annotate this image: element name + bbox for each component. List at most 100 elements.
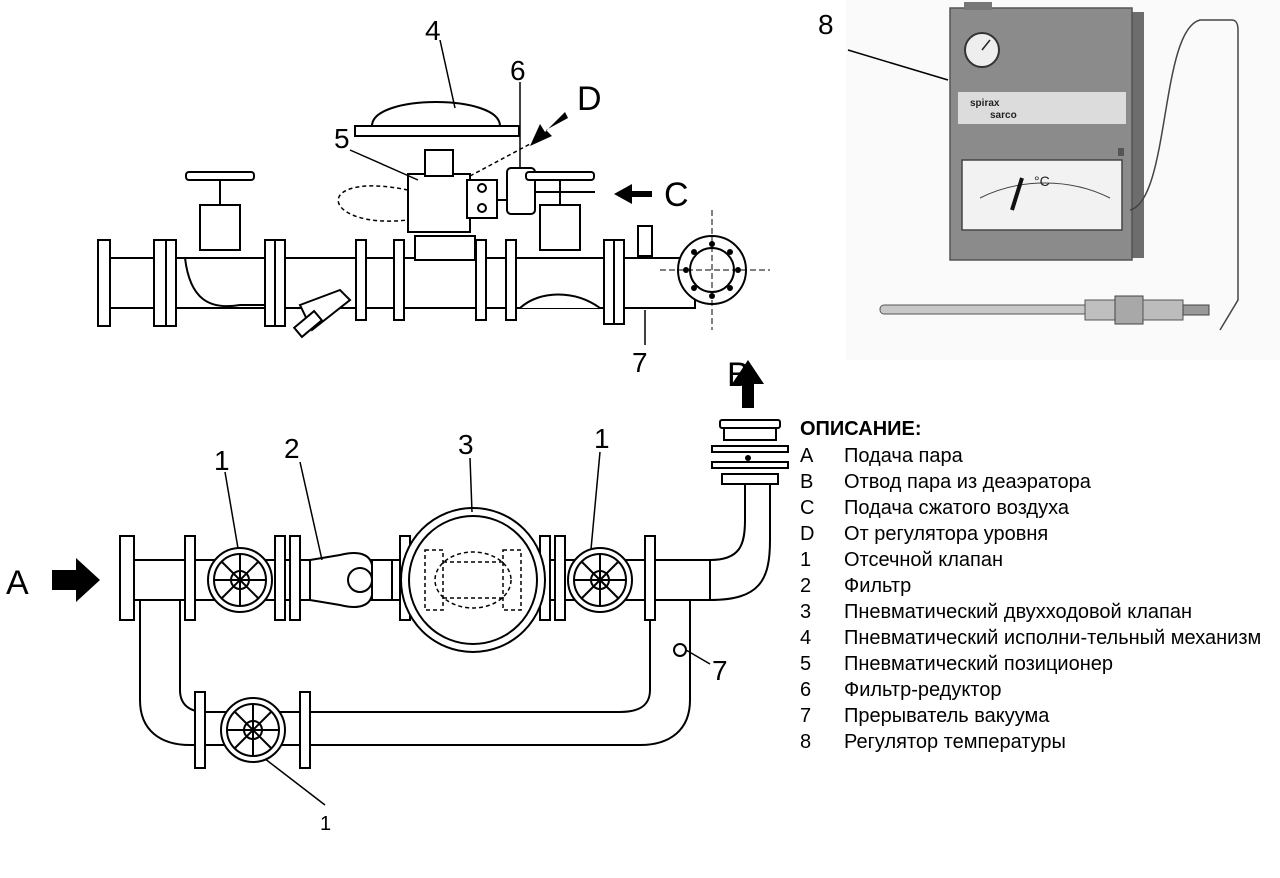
legend-code: C bbox=[800, 497, 815, 519]
callout-8: 8 bbox=[818, 9, 834, 40]
callout-7-side: 7 bbox=[632, 347, 648, 378]
legend-text: Подача сжатого воздуха bbox=[844, 497, 1069, 519]
valve-body-side bbox=[414, 235, 476, 261]
arrow-d bbox=[530, 112, 568, 146]
right-handwheel bbox=[525, 171, 595, 181]
plan-view bbox=[119, 419, 789, 806]
valve-yoke bbox=[407, 173, 471, 233]
side-flange bbox=[274, 239, 286, 327]
callout-c: C bbox=[664, 176, 689, 214]
callout-1-bottom: 1 bbox=[320, 813, 331, 835]
dial-unit: °C bbox=[1034, 173, 1050, 189]
actuator-flange bbox=[354, 125, 520, 137]
side-flange bbox=[603, 239, 615, 325]
callout-1-right: 1 bbox=[594, 423, 610, 454]
side-flange bbox=[97, 239, 111, 327]
side-flange bbox=[505, 239, 517, 321]
callout-5: 5 bbox=[334, 123, 350, 154]
side-view bbox=[97, 39, 770, 345]
legend-code: 3 bbox=[800, 601, 812, 623]
temperature-controller: spirax sarco °C bbox=[949, 2, 1144, 261]
legend-text: От регулятора уровня bbox=[844, 523, 1049, 545]
strainer-branch bbox=[292, 288, 352, 339]
brand-top: spirax bbox=[970, 98, 1000, 109]
legend-text: Фильтр bbox=[844, 575, 912, 597]
outlet-flange bbox=[719, 419, 781, 429]
legend-code: A bbox=[800, 445, 814, 467]
legend-item: 5 Пневматический позиционер bbox=[800, 653, 1270, 675]
callout-a: A bbox=[6, 564, 29, 602]
legend-code: 8 bbox=[800, 731, 812, 753]
legend-item: 2 Фильтр bbox=[800, 575, 1270, 597]
callout-d: D bbox=[577, 80, 602, 118]
capillary-tube bbox=[1129, 19, 1239, 331]
legend-text: Фильтр-редуктор bbox=[844, 679, 1002, 701]
leader-8 bbox=[847, 49, 949, 81]
arrow-b bbox=[732, 360, 764, 408]
strainer-plan bbox=[309, 552, 373, 608]
actuator-stem bbox=[424, 149, 454, 177]
callout-b: B bbox=[727, 356, 750, 394]
arrow-a bbox=[52, 558, 100, 602]
legend-code: B bbox=[800, 471, 814, 493]
outlet-flange bbox=[711, 461, 789, 469]
arrow-c bbox=[614, 184, 652, 204]
shutoff-valve-wheel bbox=[220, 697, 286, 763]
brand-bottom: sarco bbox=[990, 110, 1017, 121]
actuator-dome bbox=[370, 101, 502, 127]
side-flange bbox=[393, 239, 405, 321]
side-flange bbox=[264, 239, 276, 327]
callout-4: 4 bbox=[425, 15, 441, 46]
left-handwheel bbox=[185, 171, 255, 181]
vacuum-breaker-plan bbox=[673, 643, 687, 657]
legend-item: 3 Пневматический двухходовой клапан bbox=[800, 601, 1270, 623]
side-flange bbox=[355, 239, 367, 321]
controller-shadow-side bbox=[1130, 12, 1144, 258]
legend-code: 1 bbox=[800, 549, 812, 571]
legend-code: 6 bbox=[800, 679, 812, 701]
bypass-flange bbox=[299, 691, 311, 769]
air-line bbox=[337, 185, 409, 222]
legend-text: Пневматический исполни-тельный механизм bbox=[844, 627, 1262, 649]
legend-code: 2 bbox=[800, 575, 812, 597]
outlet-elbow bbox=[709, 480, 771, 601]
legend-code: 4 bbox=[800, 627, 812, 649]
plan-flange bbox=[289, 535, 301, 621]
brand-plate bbox=[958, 92, 1126, 124]
legend-item: 6 Фильтр-редуктор bbox=[800, 679, 1270, 701]
legend-text: Отсечной клапан bbox=[844, 549, 1004, 571]
outlet-flange bbox=[721, 473, 779, 485]
plan-flange bbox=[274, 535, 286, 621]
side-flange bbox=[613, 239, 625, 325]
plan-flange bbox=[644, 535, 656, 621]
legend-item: 1 Отсечной клапан bbox=[800, 549, 1270, 571]
side-flange bbox=[165, 239, 177, 327]
legend-code: 5 bbox=[800, 653, 812, 675]
outlet-flange bbox=[711, 445, 789, 453]
bypass-flange bbox=[194, 691, 206, 769]
callout-6: 6 bbox=[510, 55, 526, 86]
temperature-dial bbox=[961, 159, 1123, 231]
legend-text: Прерыватель вакуума bbox=[844, 705, 1050, 727]
legend-code: 7 bbox=[800, 705, 812, 727]
legend-text: Пневматический двухходовой клапан bbox=[844, 601, 1193, 623]
vacuum-breaker-side bbox=[637, 225, 653, 257]
legend-title: ОПИСАНИЕ: bbox=[800, 418, 922, 440]
legend-item: A Подача пара bbox=[800, 445, 1270, 467]
legend-text: Пневматический позиционер bbox=[844, 653, 1114, 675]
side-flange bbox=[153, 239, 167, 327]
outlet-flange bbox=[723, 427, 777, 441]
legend-text: Подача пара bbox=[844, 445, 963, 467]
right-valve-bonnet bbox=[539, 204, 581, 251]
callout-1-left: 1 bbox=[214, 445, 230, 476]
legend-item: C Подача сжатого воздуха bbox=[800, 497, 1270, 519]
left-valve-bonnet bbox=[199, 204, 241, 251]
shutoff-valve-wheel bbox=[567, 547, 633, 613]
callout-3: 3 bbox=[458, 429, 474, 460]
plan-flange bbox=[554, 535, 566, 621]
